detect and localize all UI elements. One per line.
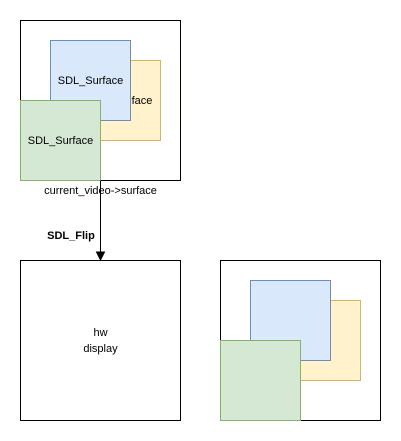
result-surface-green (220, 340, 301, 421)
surface-green-label: SDL_Surface (28, 135, 93, 147)
hw-display-line2: display (83, 343, 118, 355)
surface-blue-label: SDL_Surface (58, 75, 123, 87)
surface-yellow-label: face (132, 95, 153, 107)
flip-arrow-head (95, 251, 106, 262)
surface-green (20, 100, 101, 181)
flip-label: SDL_Flip (47, 230, 95, 242)
hw-display-box (20, 260, 181, 421)
hw-display-line1: hw (93, 327, 107, 339)
